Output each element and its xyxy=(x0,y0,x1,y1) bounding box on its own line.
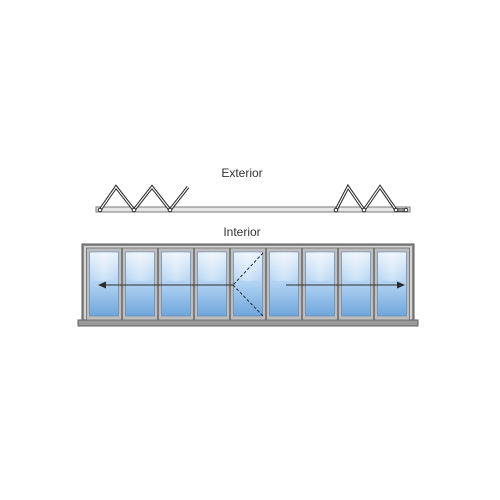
arrow-right-icon xyxy=(397,281,405,289)
door-panel xyxy=(86,247,122,321)
interior-label: Interior xyxy=(223,225,261,239)
door-panel xyxy=(122,247,158,321)
door-panel xyxy=(266,247,302,321)
plan-view xyxy=(95,183,411,213)
swing-indicator xyxy=(232,252,264,317)
panel-glass-sheen xyxy=(125,252,155,281)
panel-glass-sheen xyxy=(269,252,299,281)
elevation-view xyxy=(77,243,419,327)
panel-glass-sheen xyxy=(197,252,227,281)
hinge xyxy=(393,207,399,213)
door-sill xyxy=(77,319,419,327)
panel-glass-sheen xyxy=(233,252,263,281)
right-stack-hinges xyxy=(333,207,409,213)
hinge xyxy=(361,207,367,213)
panel-glass-sheen xyxy=(161,252,191,281)
hinge xyxy=(167,207,173,213)
door-panel xyxy=(302,247,338,321)
slide-arrow-left xyxy=(98,281,233,289)
door-panel xyxy=(158,247,194,321)
arrow-left-icon xyxy=(98,281,106,289)
slide-arrow-right xyxy=(286,281,405,289)
door-panel xyxy=(230,247,266,321)
hinge xyxy=(403,207,409,213)
swing-line-lower xyxy=(232,284,264,317)
door-panel xyxy=(194,247,230,321)
left-folded-stack-inner xyxy=(99,186,189,211)
panel-glass-sheen xyxy=(89,252,119,281)
plan-track xyxy=(95,206,411,213)
swing-line-upper xyxy=(232,252,264,286)
door-panel xyxy=(374,247,410,321)
hinge xyxy=(131,207,137,213)
hinge xyxy=(97,207,103,213)
panel-glass-sheen xyxy=(377,252,407,281)
door-panels xyxy=(86,247,410,321)
left-stack-hinges xyxy=(97,207,173,213)
panel-glass-sheen xyxy=(341,252,371,281)
door-panel xyxy=(338,247,374,321)
panel-glass-sheen xyxy=(305,252,335,281)
exterior-label: Exterior xyxy=(221,166,263,180)
hinge xyxy=(333,207,339,213)
